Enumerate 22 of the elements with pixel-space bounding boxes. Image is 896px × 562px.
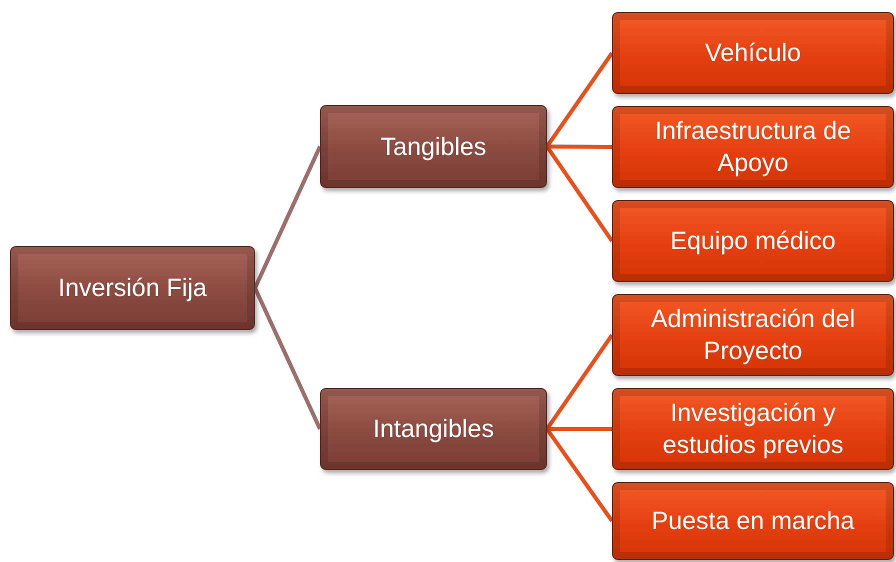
box-label: Tangibles	[380, 132, 486, 162]
connector-line	[547, 427, 612, 431]
category-box	[612, 12, 894, 94]
connector-line	[253, 287, 322, 430]
box-label: Inversión Fija	[58, 273, 207, 304]
box-label: Intangibles	[373, 414, 494, 445]
category-box	[320, 105, 547, 188]
category-box	[612, 482, 894, 560]
category-box	[10, 246, 255, 330]
category-box	[612, 294, 894, 376]
box-label: Puesta en marcha	[652, 506, 854, 537]
category-box	[612, 200, 894, 282]
box-label: Infraestructura de Apoyo	[654, 116, 852, 179]
connector-line	[253, 146, 322, 289]
box-label: Administración del Proyecto	[650, 304, 856, 367]
category-box	[320, 388, 547, 470]
box-label: Vehículo	[705, 38, 801, 69]
connector-line	[546, 144, 612, 149]
category-box	[612, 106, 894, 188]
box-label: Investigación y estudios previos	[662, 398, 844, 461]
category-box	[612, 388, 894, 470]
box-label: Equipo médico	[670, 226, 836, 257]
